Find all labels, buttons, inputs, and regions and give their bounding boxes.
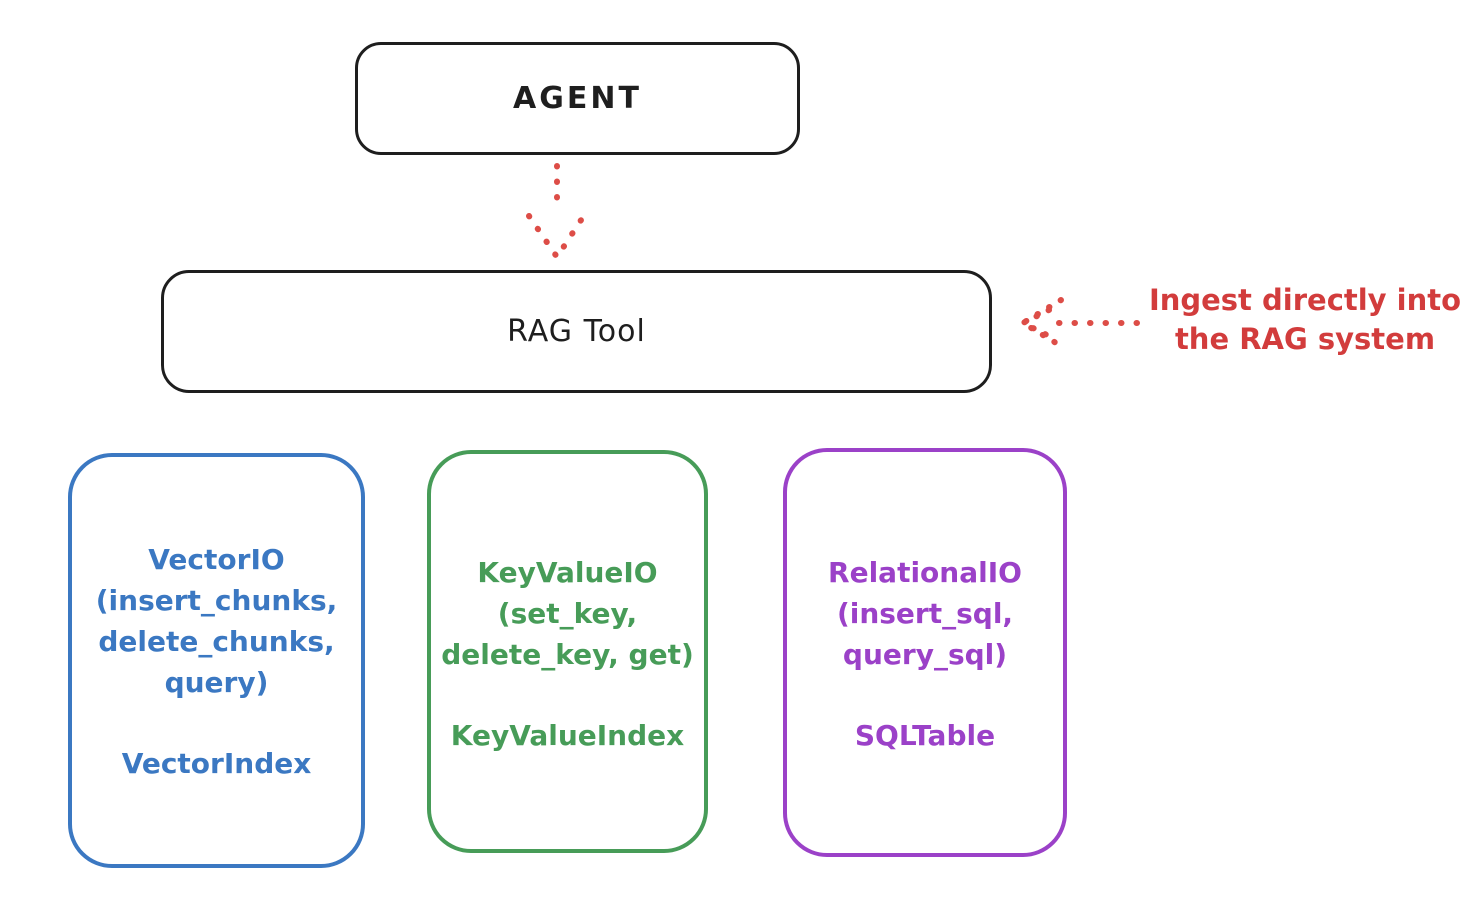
agent-to-ragtool-arrow-icon — [526, 163, 588, 263]
sql-table-label: SQLTable — [854, 719, 996, 752]
rag-tool-box: RAG Tool — [161, 270, 992, 393]
agent-label: AGENT — [513, 81, 642, 116]
keyvalue-io-title: KeyValueIO — [477, 556, 658, 589]
vector-io-box: VectorIO (insert_chunks, delete_chunks, … — [68, 453, 365, 868]
relational-io-line3: query_sql) — [842, 638, 1008, 671]
relational-io-line2: (insert_sql, — [836, 597, 1014, 630]
vector-io-title: VectorIO — [148, 543, 285, 576]
keyvalue-io-line2: (set_key, — [497, 597, 638, 630]
keyvalue-io-line3: delete_key, get) — [441, 638, 694, 671]
ingest-annotation-line2: the RAG system — [1174, 322, 1436, 356]
vector-io-line4: query) — [164, 666, 269, 699]
keyvalue-io-box: KeyValueIO (set_key, delete_key, get) Ke… — [427, 450, 708, 853]
vector-io-line2: (insert_chunks, — [95, 584, 338, 617]
ingest-annotation: Ingest directly into the RAG system — [1138, 281, 1472, 359]
relational-io-title: RelationalIO — [828, 556, 1022, 589]
vector-index-label: VectorIndex — [121, 747, 312, 780]
keyvalue-index-label: KeyValueIndex — [450, 719, 685, 752]
ingest-annotation-arrow-icon — [1016, 297, 1140, 349]
agent-box: AGENT — [355, 42, 800, 155]
ingest-annotation-line1: Ingest directly into — [1148, 283, 1462, 317]
rag-tool-label: RAG Tool — [507, 314, 646, 349]
relational-io-box: RelationalIO (insert_sql, query_sql) SQL… — [783, 448, 1067, 857]
vector-io-line3: delete_chunks, — [98, 625, 335, 658]
